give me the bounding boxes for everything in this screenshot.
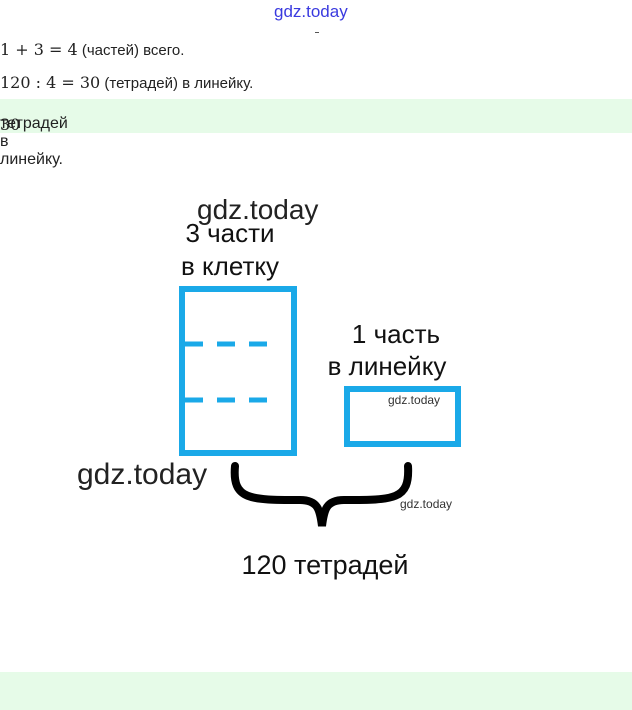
small-rectangle	[344, 386, 461, 447]
answer-box: 30 тетрадей в линейку.	[0, 99, 632, 168]
label-right-2: в линейку	[328, 351, 447, 381]
label-right-1: 1 часть	[352, 319, 440, 349]
expression: 1 + 3 = 4	[0, 40, 78, 59]
watermark: gdz.today	[400, 497, 452, 511]
total-label: 120 тетрадей	[242, 550, 409, 580]
label-left-2: в клетку	[181, 251, 279, 281]
watermark: gdz.today	[197, 194, 318, 225]
label-left-1: 3 части	[185, 218, 274, 248]
explanation: (тетрадей) в линейку.	[100, 75, 254, 92]
explanation: (частей) всего.	[77, 42, 185, 59]
large-rectangle	[179, 286, 297, 456]
solution-line-1: 1 + 3 = 4 (частей) всего.	[0, 40, 184, 59]
watermark: gdz.today	[77, 458, 207, 491]
brace	[230, 462, 413, 527]
watermark: gdz.today	[388, 393, 440, 407]
watermark: gdz.today	[274, 2, 348, 21]
expression: 120 : 4 = 30	[0, 73, 101, 92]
next-answer-box	[0, 672, 632, 710]
answer-text: тетрадей в линейку.	[0, 115, 68, 168]
answer-number: 30	[0, 115, 21, 134]
divider	[315, 32, 319, 33]
solution-line-2: 120 : 4 = 30 (тетрадей) в линейку.	[0, 73, 253, 92]
